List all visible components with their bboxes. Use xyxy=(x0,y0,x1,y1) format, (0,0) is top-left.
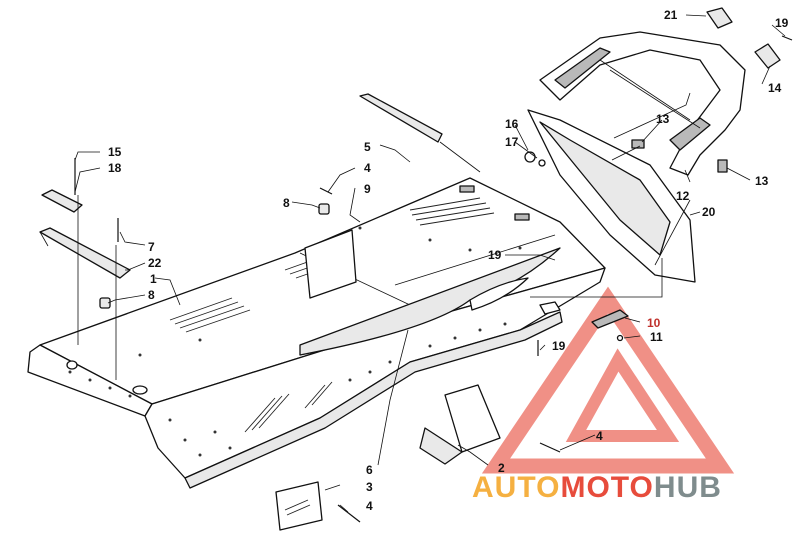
bumper-grip-right xyxy=(669,117,711,151)
bumper-grip-left xyxy=(554,47,611,89)
watermark-logo xyxy=(481,286,735,474)
tunnel-bottom-rail xyxy=(184,311,563,489)
deck-hole-lip xyxy=(66,360,78,370)
grommet-part8-top xyxy=(318,203,330,215)
callout-2: 2 xyxy=(498,461,505,475)
nut-part16 xyxy=(538,159,546,167)
callout-10: 10 xyxy=(647,316,661,330)
callout-4-rear: 4 xyxy=(596,429,603,443)
callout-13-center: 13 xyxy=(656,112,670,126)
callout-19-lower: 19 xyxy=(552,339,566,353)
clip-part13-center xyxy=(631,139,645,149)
license-plate-part3 xyxy=(275,481,323,531)
watermark-moto: MOTO xyxy=(560,471,653,504)
callout-4-bottom: 4 xyxy=(366,499,373,513)
callout-7: 7 xyxy=(148,240,155,254)
callout-5: 5 xyxy=(364,140,371,154)
trim-strip-part5 xyxy=(359,93,443,143)
rivet-dots xyxy=(68,226,522,457)
callout-8-top: 8 xyxy=(283,196,290,210)
callout-4-top: 4 xyxy=(364,161,371,175)
deck-slot-rear xyxy=(459,185,475,193)
leader-lines xyxy=(74,14,786,513)
callout-labels: 1 2 3 4 4 4 5 6 7 8 8 9 10 11 12 13 13 1… xyxy=(108,8,789,513)
watermark-hub: HUB xyxy=(654,471,722,504)
grommet-part8-left xyxy=(99,297,111,309)
callout-17: 17 xyxy=(505,135,519,149)
deck-slot-mid xyxy=(514,213,530,221)
endcap-part21 xyxy=(706,7,733,29)
clip-part13-right xyxy=(717,159,728,173)
pin-part4-bottom xyxy=(337,504,361,523)
reflector-part10 xyxy=(591,309,629,329)
snow-flap-inner xyxy=(539,121,671,256)
callout-20: 20 xyxy=(702,205,716,219)
callout-1: 1 xyxy=(150,272,157,286)
deck-graphic-swoosh xyxy=(299,247,561,356)
watermark-triangle-inner xyxy=(565,348,680,442)
callout-6: 6 xyxy=(366,463,373,477)
side-wall-hatching xyxy=(244,381,333,433)
bumper-crossbar xyxy=(599,59,691,121)
screw-part11 xyxy=(616,334,624,342)
deck-hole-front xyxy=(132,385,148,395)
bracket-part22 xyxy=(39,227,131,279)
callout-15: 15 xyxy=(108,145,122,159)
deck-hatching-rear xyxy=(409,197,495,226)
deck-graphic-inner xyxy=(469,277,529,311)
hitch-bracket-part2 xyxy=(444,384,501,453)
callout-12: 12 xyxy=(676,189,690,203)
washer-part17 xyxy=(524,151,536,163)
watermark-auto: AUTO xyxy=(472,471,560,504)
callout-13-right: 13 xyxy=(755,174,769,188)
watermark-text: AUTOMOTOHUB xyxy=(472,471,722,504)
deck-hatching-left xyxy=(169,297,251,333)
pin-part4-top xyxy=(319,187,333,195)
callout-22: 22 xyxy=(148,256,162,270)
callout-18: 18 xyxy=(108,161,122,175)
reflector-mount xyxy=(539,301,561,315)
bracket-part18 xyxy=(41,189,83,213)
callout-11: 11 xyxy=(650,330,663,344)
rear-flap-assembly xyxy=(524,7,793,283)
callout-8-left: 8 xyxy=(148,288,155,302)
callout-16: 16 xyxy=(505,117,519,131)
bracket-part22-edge xyxy=(39,231,49,247)
license-plate-hatching xyxy=(284,499,311,516)
callout-19-top: 19 xyxy=(775,16,789,30)
endcap-part14-right xyxy=(754,43,781,69)
callout-14: 14 xyxy=(768,81,782,95)
screw-part19-top xyxy=(781,35,793,41)
bumper-crossbar-lower xyxy=(609,69,701,129)
callout-19-mid: 19 xyxy=(488,248,502,262)
deck-rear-seam xyxy=(394,234,556,286)
hitch-bracket-foot xyxy=(419,427,463,465)
callout-21: 21 xyxy=(664,8,678,22)
callout-3: 3 xyxy=(366,480,373,494)
center-panel-part9 xyxy=(304,229,357,299)
watermark-triangle-outer xyxy=(481,286,735,474)
pin-part4-rear xyxy=(539,442,561,453)
callout-9: 9 xyxy=(364,182,371,196)
